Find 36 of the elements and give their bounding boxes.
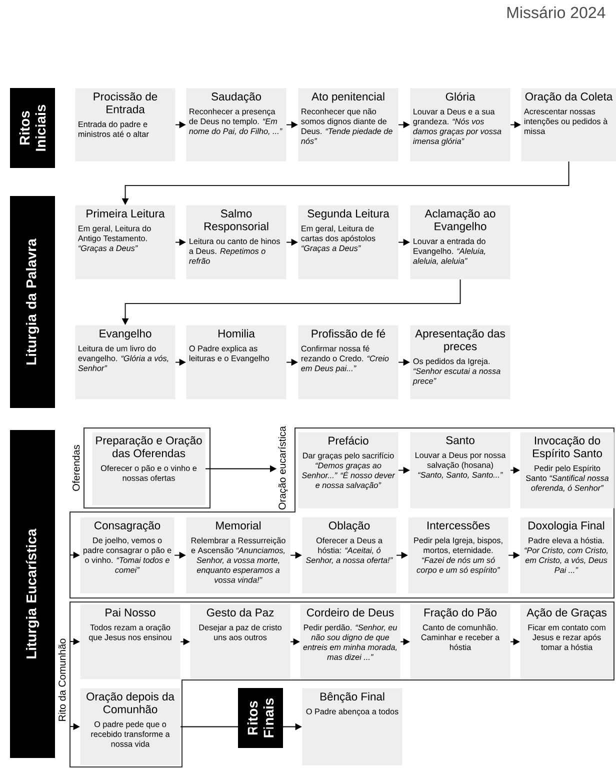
section-bar: Ritos Iniciais [10,88,55,168]
step-box: Evangelho Leitura de um livro do evangelho. “Glória a vós, Senhor” [75,325,176,400]
step-box: Gesto da Paz Desejar a paz de cristo uns aos outros [190,604,290,680]
step-box: Oração da Coleta Acrescentar nossas intenções ou pedidos à missa [521,88,616,162]
step-box: Intercessões Pedir pela Igreja, bispos, mortos, eternidade. “Fazei de nós um só corpo e um só espírito” [408,517,508,594]
step-box: Oblação Oferecer a Deus a hóstia: “Aceitai, ó Senhor, a nossa oferta!” [302,517,396,594]
step-box: Primeira Leitura Em geral, Leitura do Antigo Testamento. “Graças a Deus” [75,205,176,280]
step-box: Preparação e Oração das Oferendas Oferecer o pão e o vinho e nossas ofertas [92,432,206,506]
section-bar: Ritos Finais [238,688,283,748]
step-box: Glória Louvar a Deus e a sua grandeza. “Nós vos damos graças por vossa imensa glória” [410,88,510,162]
step-box: Salmo Responsorial Leitura ou canto de hinos a Deus. Repetimos o refrão [186,205,286,280]
step-box: Invocação do Espírito Santo Pedir pelo Espírito Santo “Santifical nossa oferenda, ó Senhor” [520,432,614,508]
step-box: Aclamação ao Evangelho Louvar a entrada do Evangelho. “Aleluia, aleluia, aleluia” [410,205,510,280]
step-box: Ação de Graças Ficar em contato com Jesus e rezar após tomar a hóstia [520,604,614,680]
step-box: Cordeiro de Deus Pedir perdão. “Senhor, eu não sou digno de que entreis em minha morada, mas dizei ...” [300,604,400,680]
node-label: Rito da Comunhão [58,638,66,721]
step-box: Oração depois da Comunhão O padre pede que o recebido transforme a nossa vida [80,688,180,766]
step-box: Segunda Leitura Em geral, Leitura de cartas dos apóstolos “Graças a Deus” [298,205,398,280]
step-box: Fração do Pão Canto de comunhão. Caminhar e receber a hóstia [410,604,510,680]
step-box: Prefácio Dar graças pelo sacrifício “Demos graças ao Senhor...” “É nosso dever e nossa salvação” [298,432,398,508]
step-box: Apresentação das preces Os pedidos da Igreja. “Senhor escutai a nossa prece” [410,325,510,400]
step-box: Bênção Final O Padre abençoa a todos [302,688,402,766]
section-bar: Liturgia da Palavra [10,196,55,408]
step-box: Saudação Reconhecer a presença de Deus no templo. “Em nome do Pai, do Filho, ...” [186,88,286,162]
step-box: Profissão de fé Confirmar nossa fé rezando o Credo. “Creio em Deus pai...” [298,325,398,400]
step-box: Ato penitencial Reconhecer que não somos dignos diante de Deus. “Tende piedade de nós” [298,88,398,162]
node-label: Oferendas [72,445,80,491]
step-box: Procissão de Entrada Entrada do padre e ministros até o altar [75,88,176,162]
step-box: Santo Louvar a Deus por nossa salvação (hosana) “Santo, Santo, Santo...” [410,432,510,508]
step-box: Memorial Relembrar a Ressurreição e Ascensão “Anunciamos, Senhor, a vossa morte, enquanto esperamos a vossa vinda!” [186,517,290,594]
section-bar: Liturgia Eucarística [10,430,55,758]
step-box: Pai Nosso Todos rezam a oração que Jesus nos ensinou [80,604,180,680]
step-box: Homilia O Padre explica as leituras e o Evangelho [186,325,286,400]
step-box: Doxologia Final Padre eleva a hóstia. “Por Cristo, com Cristo, em Cristo, a vós, Deus Pai ...” [520,517,612,594]
step-box: Consagração De joelho, vemos o padre consagrar o pão e o vinho. “Tomai todos e comei” [80,517,174,594]
title: Missário 2024 [507,6,606,18]
